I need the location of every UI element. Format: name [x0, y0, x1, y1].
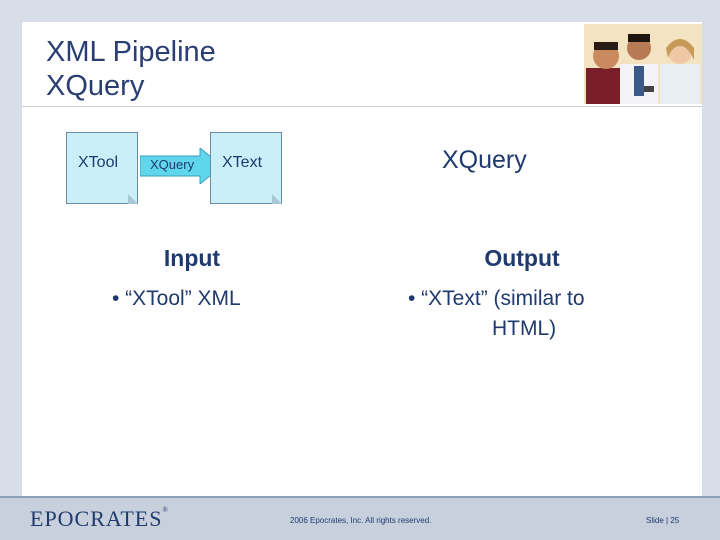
input-bullet: • “XTool” XML	[112, 287, 241, 310]
output-bullet-line2: HTML)	[492, 317, 557, 340]
input-document-label: XTool	[78, 154, 119, 171]
logo-trademark: ®	[162, 506, 169, 514]
page-fold	[272, 194, 282, 204]
output-document-shape	[210, 132, 282, 204]
footer-divider	[0, 496, 720, 498]
arrow-label: XQuery	[150, 157, 195, 172]
slide-title: XML Pipeline	[46, 36, 216, 68]
output-bullet-line1: • “XText” (similar to	[408, 287, 585, 310]
output-heading: Output	[484, 245, 560, 271]
process-label: XQuery	[442, 146, 527, 174]
doctors-photo-illustration	[584, 24, 702, 104]
copyright-text: 2006 Epocrates, Inc. All rights reserved…	[290, 516, 432, 525]
input-heading: Input	[163, 245, 221, 271]
frame-left	[0, 0, 22, 540]
footer-bar	[0, 498, 720, 540]
input-document-shape	[66, 132, 138, 204]
page-fold	[128, 194, 138, 204]
header-photo	[584, 24, 702, 104]
frame-right	[702, 0, 720, 540]
title-divider	[22, 106, 702, 107]
frame-top	[0, 0, 720, 22]
company-logo: EPOCRATES®	[30, 506, 169, 532]
logo-text: EPOCRATES	[30, 506, 163, 531]
slide-number: Slide | 25	[646, 516, 680, 525]
output-document-label: XText	[222, 154, 263, 171]
slide-subtitle: XQuery	[46, 70, 145, 102]
